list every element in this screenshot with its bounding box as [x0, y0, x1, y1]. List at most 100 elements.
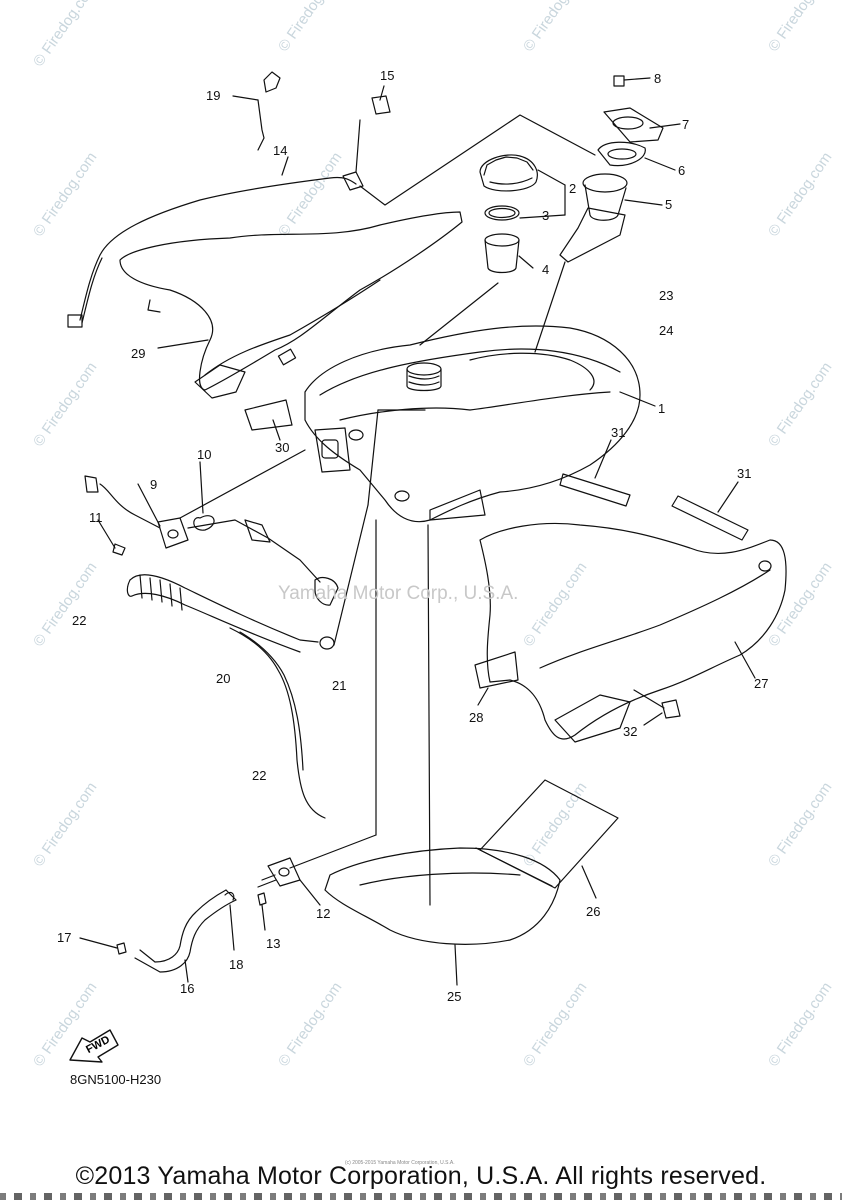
- part-label: 14: [273, 143, 287, 158]
- part-label: 25: [447, 989, 461, 1004]
- diagram-stroke: [427, 524, 431, 906]
- diagram-stroke: [379, 85, 385, 101]
- diagram-stroke: [554, 694, 631, 743]
- wire-harness: [79, 176, 357, 321]
- diagram-stroke: [272, 419, 281, 441]
- part-label: 6: [678, 163, 685, 178]
- diagram-stroke: [131, 592, 301, 653]
- diagram-stroke: [429, 489, 486, 521]
- side-panel-left: [119, 211, 463, 391]
- diagram-stroke: [518, 255, 534, 269]
- diagram-stroke: [454, 944, 458, 986]
- part-label: 22: [252, 768, 266, 783]
- diagram-stroke: [644, 157, 676, 171]
- part-label: 2: [569, 181, 576, 196]
- diagram-stroke: [139, 889, 227, 963]
- part-label: 30: [275, 440, 289, 455]
- part-label: 10: [197, 447, 211, 462]
- diagram-stroke: [649, 123, 681, 129]
- diagram-stroke: [359, 872, 521, 886]
- part-label: 16: [180, 981, 194, 996]
- part-label: 3: [542, 208, 549, 223]
- diagram-stroke: [623, 77, 651, 81]
- diagram-stroke: [281, 156, 289, 176]
- diagram-stroke: [99, 483, 161, 529]
- diagram-stroke: [116, 942, 127, 955]
- diagram-stroke: [289, 834, 377, 869]
- diagram-stroke: [406, 368, 442, 392]
- diagram-stroke: [489, 177, 533, 185]
- diagram-stroke: [229, 627, 326, 819]
- diagram-stroke: [597, 141, 646, 167]
- diagram-stroke: [314, 577, 339, 606]
- diagram-stroke: [261, 904, 266, 931]
- diagram-stroke: [408, 375, 440, 386]
- diagram-stroke: [406, 362, 442, 376]
- diagram-stroke: [257, 99, 265, 151]
- diagram-stroke: [534, 261, 566, 353]
- diagram-stroke: [612, 116, 644, 130]
- diagram-stroke: [134, 899, 237, 973]
- diagram-stroke: [348, 429, 364, 441]
- diagram-stroke: [319, 636, 335, 650]
- diagram-stroke: [278, 867, 290, 877]
- diagram-stroke: [232, 95, 259, 101]
- diagram-stroke: [483, 156, 534, 176]
- diagram-stroke: [81, 257, 103, 324]
- center-watermark: Yamaha Motor Corp., U.S.A.: [278, 583, 519, 604]
- diagram-stroke: [661, 699, 681, 719]
- part-label: 12: [316, 906, 330, 921]
- diagram-code: 8GN5100-H230: [70, 1072, 162, 1087]
- diagram-stroke: [147, 299, 161, 313]
- diagram-stroke: [419, 282, 499, 346]
- diagram-stroke: [299, 879, 321, 906]
- under-cover: [324, 847, 561, 945]
- diagram-stroke: [484, 239, 520, 274]
- diagram-stroke: [519, 214, 566, 219]
- diagram-stroke: [314, 427, 351, 473]
- diagram-stroke: [139, 574, 183, 611]
- diagram-stroke: [474, 651, 519, 689]
- diagram-stroke: [67, 314, 83, 328]
- diagram-stroke: [394, 490, 410, 502]
- diagram-stroke: [594, 439, 612, 479]
- diagram-stroke: [184, 959, 189, 983]
- part-label: 15: [380, 68, 394, 83]
- diagram-stroke: [193, 515, 215, 531]
- diagram-stroke: [97, 519, 116, 549]
- diagram-stroke: [537, 169, 566, 186]
- side-panel-right: [479, 522, 787, 740]
- diagram-stroke: [488, 207, 516, 219]
- diagram-stroke: [484, 233, 520, 247]
- part-label: 4: [542, 262, 549, 277]
- diagram-stroke: [342, 171, 364, 191]
- diagram-stroke: [126, 579, 133, 597]
- diagram-stroke: [603, 107, 664, 143]
- part-label: 1: [658, 401, 665, 416]
- diagram-stroke: [633, 689, 665, 709]
- diagram-stroke: [229, 904, 235, 951]
- tiny-copyright: (c) 2005-2015 Yamaha Motor Corporation, …: [345, 1160, 455, 1166]
- part-label: 8: [654, 71, 661, 86]
- part-label: 32: [623, 724, 637, 739]
- diagram-stroke: [339, 391, 611, 421]
- fuel-tank: [304, 325, 641, 523]
- part-label: 17: [57, 930, 71, 945]
- diagram-stroke: [717, 481, 739, 513]
- diagram-stroke: [112, 543, 126, 556]
- diagram-stroke: [79, 937, 118, 949]
- diagram-stroke: [607, 148, 637, 160]
- diagram-stroke: [277, 348, 297, 366]
- diagram-stroke: [584, 184, 627, 221]
- diagram-stroke: [257, 892, 267, 906]
- diagram-stroke: [225, 889, 237, 901]
- part-label: 20: [216, 671, 230, 686]
- part-label: 23: [659, 288, 673, 303]
- part-label: 13: [266, 936, 280, 951]
- diagram-stroke: [559, 473, 631, 507]
- copyright-notice: ©2013 Yamaha Motor Corporation, U.S.A. A…: [75, 1162, 767, 1190]
- diagram-stroke: [758, 560, 772, 572]
- diagram-stroke: [484, 205, 520, 221]
- diagram-stroke: [257, 874, 277, 888]
